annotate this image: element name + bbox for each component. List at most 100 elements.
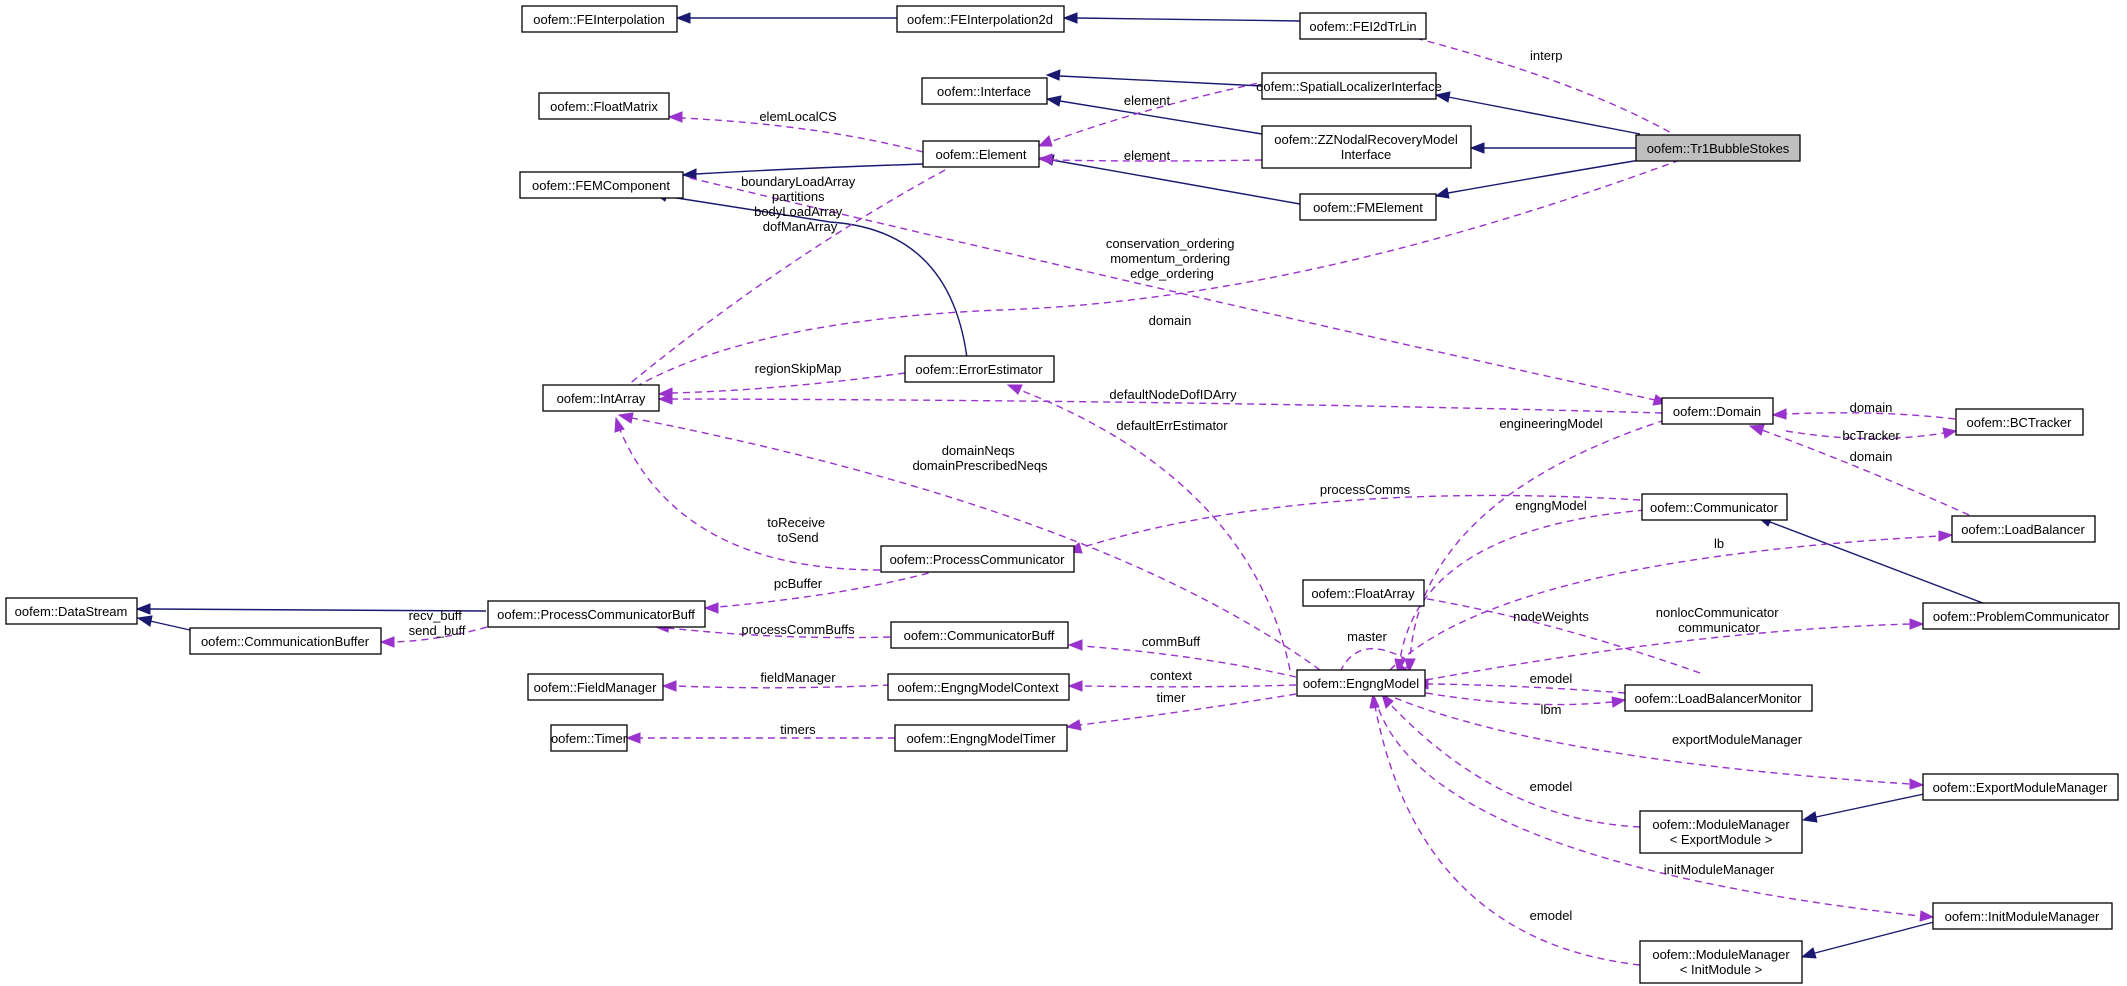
node-zznodalrecoverymodelinterface[interactable]: oofem::ZZNodalRecoveryModel Interface	[1261, 125, 1472, 169]
node-datastream[interactable]: oofem::DataStream	[5, 597, 138, 625]
svg-text:oofem::FieldManager: oofem::FieldManager	[534, 680, 658, 695]
node-feinterpolation[interactable]: oofem::FEInterpolation	[521, 5, 678, 33]
label-fieldmanager: fieldManager	[760, 670, 836, 685]
edge-fieldmanager	[661, 680, 891, 692]
node-exportmodulemanager[interactable]: oofem::ExportModuleManager	[1922, 773, 2119, 801]
label-element1: element	[1124, 93, 1171, 108]
svg-text:oofem::Element: oofem::Element	[935, 147, 1026, 162]
svg-text:oofem::Domain: oofem::Domain	[1673, 404, 1761, 419]
node-spatiallocalizerinterface[interactable]: oofem::SpatialLocalizerInterface	[1256, 72, 1442, 100]
node-tr1bubblestokes[interactable]: oofem::Tr1BubbleStokes	[1635, 134, 1801, 162]
edge-engngmodel	[1394, 509, 1646, 674]
edge-element2	[1037, 153, 1263, 165]
edge-lb-domain	[1748, 424, 1981, 521]
node-floatarray[interactable]: oofem::FloatArray	[1302, 579, 1425, 607]
svg-text:oofem::EngngModel: oofem::EngngModel	[1303, 676, 1419, 691]
node-fei2dtrlin[interactable]: oofem::FEI2dTrLin	[1299, 12, 1427, 40]
edge-timers	[625, 732, 895, 744]
node-engngmodel[interactable]: oofem::EngngModel	[1296, 669, 1426, 697]
svg-text:oofem::FloatMatrix: oofem::FloatMatrix	[550, 99, 658, 114]
node-interface[interactable]: oofem::Interface	[921, 77, 1048, 105]
label-defaultnode: defaultNodeDofIDArry	[1109, 387, 1237, 402]
label-emodel-init: emodel	[1530, 908, 1573, 923]
node-processcommunicator[interactable]: oofem::ProcessCommunicator	[880, 545, 1075, 573]
svg-text:oofem::FEInterpolation2d: oofem::FEInterpolation2d	[907, 12, 1053, 27]
svg-text:oofem::FMElement: oofem::FMElement	[1313, 200, 1423, 215]
edge-processcommbuff-datastream	[135, 603, 487, 615]
svg-text:oofem::ProcessCommunicatorBuff: oofem::ProcessCommunicatorBuff	[497, 607, 695, 622]
label-timer: timer	[1157, 690, 1187, 705]
label-bc-domain: domain	[1850, 400, 1893, 415]
node-femcomponent[interactable]: oofem::FEMComponent	[519, 171, 684, 199]
label-commbuff: commBuff	[1142, 634, 1201, 649]
edge-exportmm	[1394, 697, 1925, 790]
label-regionskip: regionSkipMap	[755, 361, 842, 376]
svg-text:oofem::FloatArray: oofem::FloatArray	[1311, 586, 1415, 601]
node-modulemanager-initmodule[interactable]: oofem::ModuleManager < InitModule >	[1639, 940, 1803, 984]
svg-text:oofem::CommunicatorBuff: oofem::CommunicatorBuff	[904, 628, 1055, 643]
label-timers: timers	[780, 722, 816, 737]
svg-text:oofem::EngngModelContext: oofem::EngngModelContext	[897, 680, 1059, 695]
svg-text:oofem::ZZNodalRecoveryModel: oofem::ZZNodalRecoveryModel	[1274, 132, 1458, 147]
edge-initmm-mminit	[1800, 921, 1935, 959]
node-initmodulemanager[interactable]: oofem::InitModuleManager	[1932, 902, 2113, 930]
svg-text:oofem::ExportModuleManager: oofem::ExportModuleManager	[1933, 780, 2109, 795]
svg-text:oofem::FEI2dTrLin: oofem::FEI2dTrLin	[1309, 19, 1416, 34]
label-engngmodel: engngModel	[1515, 498, 1587, 513]
node-bctracker[interactable]: oofem::BCTracker	[1955, 408, 2084, 436]
label-orderings: conservation_ordering momentum_ordering …	[1106, 236, 1238, 281]
node-element[interactable]: oofem::Element	[922, 140, 1040, 168]
svg-text:oofem::ProcessCommunicator: oofem::ProcessCommunicator	[890, 552, 1066, 567]
node-domain[interactable]: oofem::Domain	[1661, 397, 1774, 425]
edge-lbm	[1425, 692, 1627, 708]
edge-emodel-export	[1381, 692, 1641, 828]
edge-commbuffer-datastream	[136, 615, 191, 631]
node-modulemanager-exportmodule[interactable]: oofem::ModuleManager < ExportModule >	[1639, 810, 1803, 854]
svg-text:oofem::Tr1BubbleStokes: oofem::Tr1BubbleStokes	[1647, 141, 1790, 156]
node-fmelement[interactable]: oofem::FMElement	[1299, 193, 1437, 221]
node-floatmatrix[interactable]: oofem::FloatMatrix	[538, 92, 670, 120]
edge-lb	[1389, 530, 1954, 671]
label-lb: lb	[1714, 536, 1724, 551]
svg-text:oofem::DataStream: oofem::DataStream	[15, 604, 128, 619]
node-feinterpolation2d[interactable]: oofem::FEInterpolation2d	[896, 5, 1065, 33]
edge-bc-domain	[1771, 408, 1956, 420]
edge-defaulterr	[1006, 384, 1291, 671]
node-errorestimator[interactable]: oofem::ErrorEstimator	[904, 355, 1055, 383]
edge-feinterp2d-feinterp	[675, 12, 897, 24]
node-timer[interactable]: oofem::Timer	[550, 724, 628, 752]
label-tosend: toReceive toSend	[767, 515, 828, 545]
node-communicator[interactable]: oofem::Communicator	[1641, 493, 1788, 521]
node-loadbalancermonitor[interactable]: oofem::LoadBalancerMonitor	[1624, 684, 1813, 712]
edge-tr1bubble-spatialloc	[1434, 91, 1641, 135]
edge-tr1bubble-zznodal	[1469, 142, 1636, 154]
node-engngmodeltimer[interactable]: oofem::EngngModelTimer	[894, 724, 1068, 752]
label-master: master	[1347, 629, 1387, 644]
edge-bctracker	[1785, 427, 1958, 440]
label-nonloc: nonlocCommunicator communicator	[1656, 605, 1782, 635]
label-lbm: lbm	[1541, 702, 1562, 717]
label-initmm: initModuleManager	[1664, 862, 1775, 877]
edge-tr1bubble-fmelement	[1434, 159, 1641, 199]
edge-exportmm-mmexport	[1801, 793, 1925, 823]
edge-element-femcomponent	[681, 163, 924, 180]
node-communicationbuffer[interactable]: oofem::CommunicationBuffer	[189, 627, 382, 655]
svg-text:oofem::ErrorEstimator: oofem::ErrorEstimator	[915, 362, 1043, 377]
edge-tosend	[614, 416, 881, 571]
node-problemcommunicator[interactable]: oofem::ProblemCommunicator	[1922, 602, 2120, 630]
label-processcommbuffs: processCommBuffs	[741, 622, 855, 637]
node-processcommunicatorbuff[interactable]: oofem::ProcessCommunicatorBuff	[487, 600, 706, 628]
node-communicatorbuff[interactable]: oofem::CommunicatorBuff	[890, 621, 1069, 649]
edge-element1	[1037, 75, 1293, 147]
label-lb-domain: domain	[1850, 449, 1893, 464]
edge-nonloc	[1425, 618, 1925, 681]
node-loadbalancer[interactable]: oofem::LoadBalancer	[1951, 515, 2096, 543]
node-fieldmanager[interactable]: oofem::FieldManager	[527, 673, 664, 701]
svg-text:oofem::ProblemCommunicator: oofem::ProblemCommunicator	[1933, 609, 2110, 624]
svg-text:oofem::IntArray: oofem::IntArray	[557, 391, 646, 406]
edge-timer	[1065, 693, 1297, 731]
node-intarray[interactable]: oofem::IntArray	[542, 384, 660, 412]
node-engngmodelcontext[interactable]: oofem::EngngModelContext	[887, 673, 1070, 701]
label-boundary: boundaryLoadArray partitions bodyLoadArr…	[741, 174, 859, 234]
